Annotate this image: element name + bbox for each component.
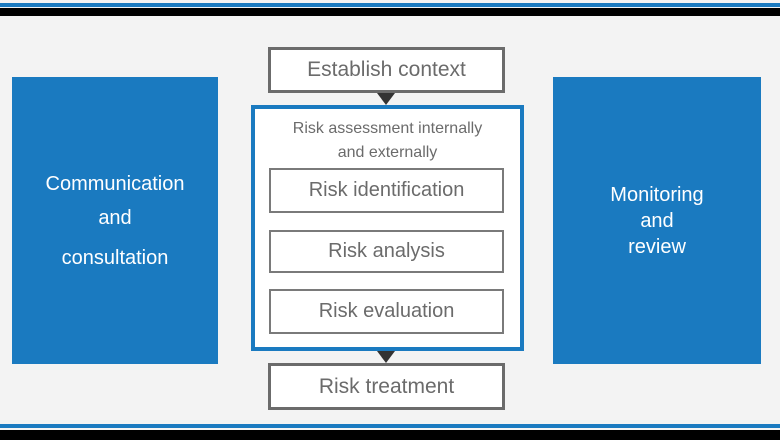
top-blue-rule (0, 3, 780, 7)
risk-assessment-box: Risk assessment internally and externall… (251, 105, 524, 351)
risk-treatment-label: Risk treatment (318, 374, 455, 398)
panel-line: Communication (45, 172, 185, 195)
risk-treatment-box: Risk treatment (268, 363, 505, 410)
panel-line: and (640, 209, 674, 232)
risk-evaluation-box: Risk evaluation (269, 289, 504, 334)
risk-identification-box: Risk identification (269, 168, 504, 213)
communication-consultation-panel: Communication and consultation (12, 77, 218, 364)
title-line: and externally (337, 144, 438, 161)
risk-assessment-title: Risk assessment internally and externall… (255, 117, 520, 165)
bottom-blue-rule (0, 424, 780, 428)
risk-analysis-box: Risk analysis (269, 230, 504, 273)
panel-line: Monitoring (610, 183, 704, 206)
establish-context-label: Establish context (307, 58, 466, 81)
panel-line: consultation (61, 246, 169, 269)
arrow-down-icon (377, 351, 395, 363)
monitoring-review-panel: Monitoring and review (553, 77, 761, 364)
panel-line: review (628, 235, 686, 258)
step-label: Risk evaluation (318, 300, 455, 322)
step-label: Risk identification (308, 179, 465, 201)
title-line: Risk assessment internally (292, 120, 483, 137)
panel-line: and (98, 206, 132, 229)
bottom-black-rule (0, 430, 780, 440)
top-black-rule (0, 8, 780, 16)
step-label: Risk analysis (328, 240, 445, 262)
establish-context-box: Establish context (268, 47, 505, 93)
arrow-down-icon (377, 93, 395, 105)
